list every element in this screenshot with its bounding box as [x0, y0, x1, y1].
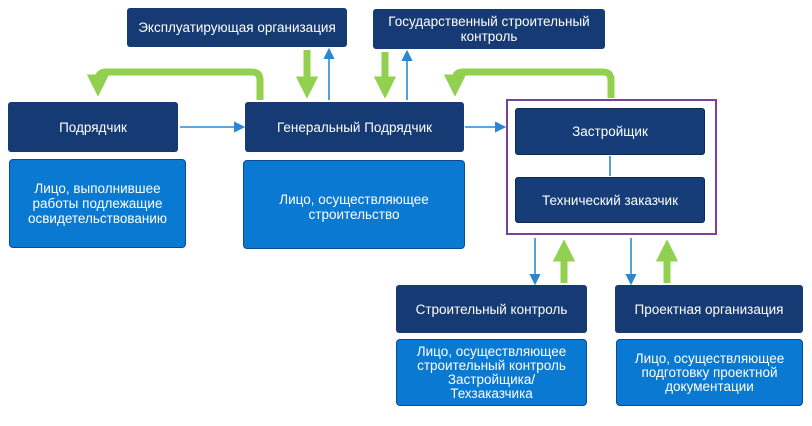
green-arrow-general-to-contractor — [86, 68, 264, 100]
node-design-desc: Лицо, осуществляющее подготовку проектно… — [616, 339, 803, 406]
node-gsk: Государственный строительный контроль — [373, 9, 605, 49]
node-general-desc: Лицо, осуществляющее строительство — [243, 160, 465, 249]
node-control: Строительный контроль — [396, 285, 587, 333]
node-design: Проектная организация — [615, 285, 803, 333]
node-developer: Застройщик — [515, 108, 705, 155]
node-exploit: Эксплуатирующая организация — [127, 8, 347, 47]
node-general: Генеральный Подрядчик — [245, 102, 464, 152]
node-customer: Технический заказчик — [515, 177, 705, 223]
developer-customer-frame — [506, 99, 717, 235]
node-contractor: Подрядчик — [8, 102, 178, 152]
green-arrow-developer-to-general — [443, 68, 615, 98]
node-contractor-desc: Лицо, выполнившее работы подлежащие осви… — [9, 159, 186, 248]
node-control-desc: Лицо, осуществляющее строительный контро… — [396, 339, 587, 406]
